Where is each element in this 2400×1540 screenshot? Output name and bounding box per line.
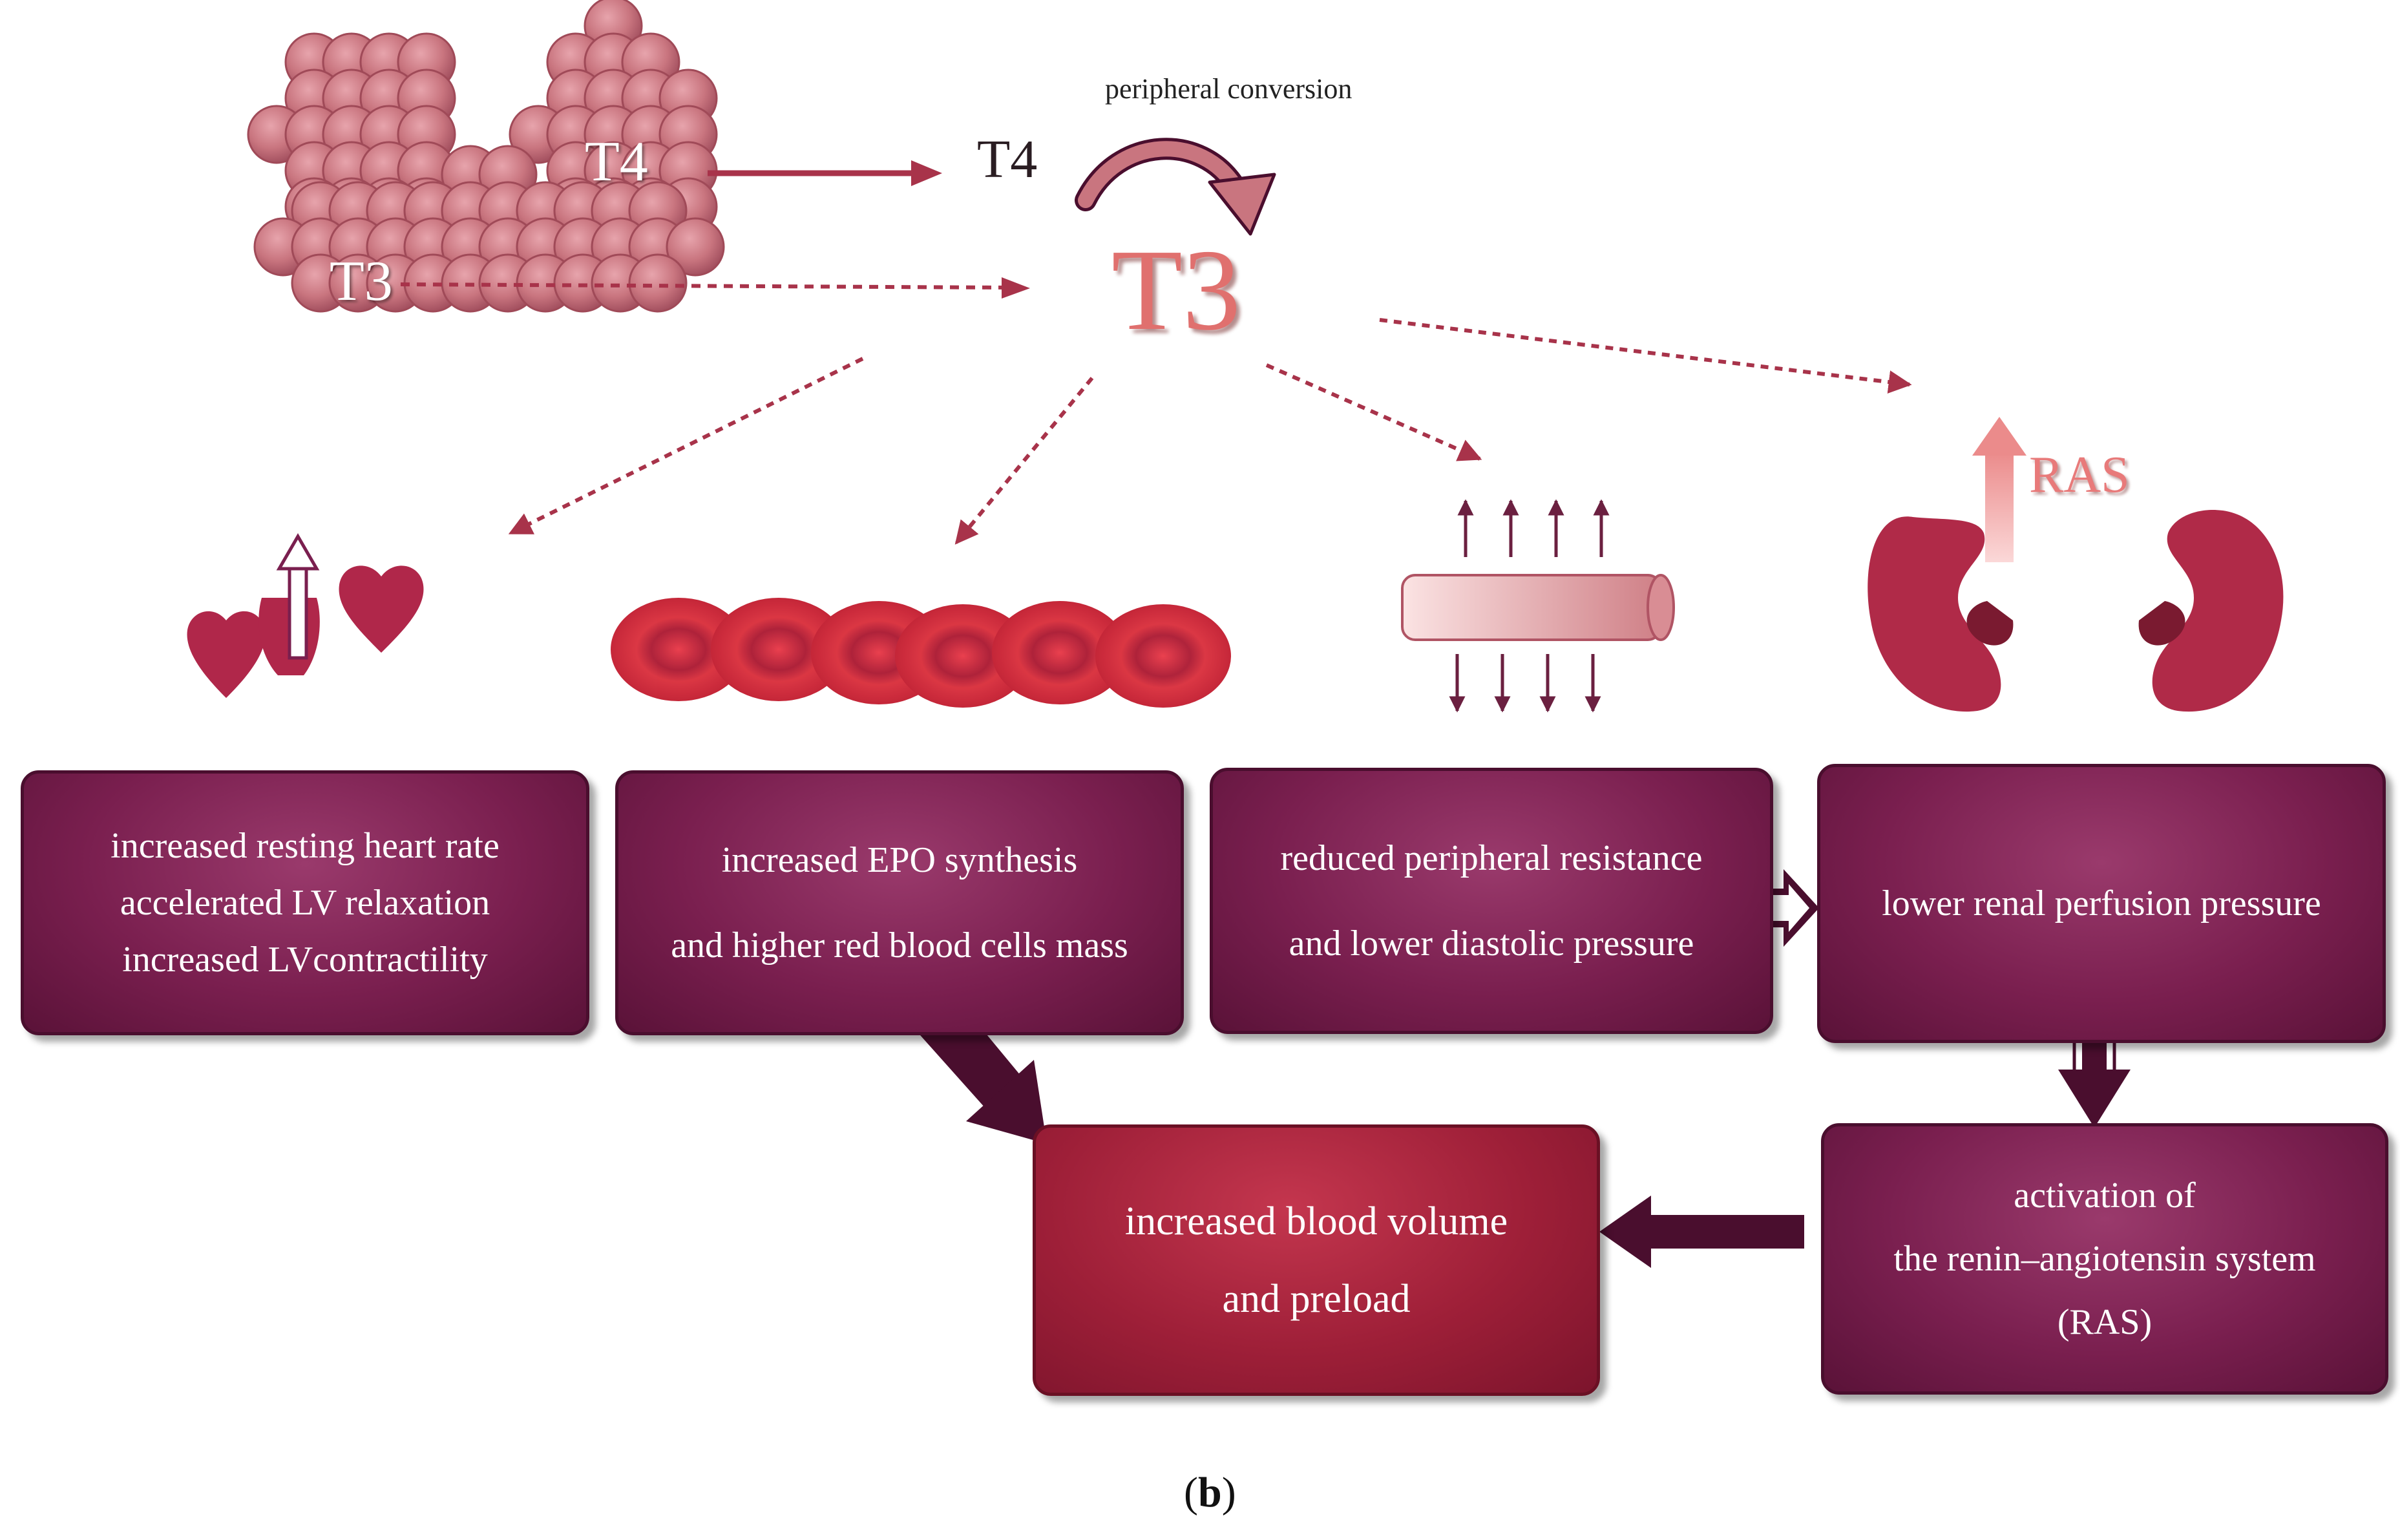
heart-effect-line: accelerated LV relaxation	[120, 883, 490, 923]
effect-arrows	[508, 318, 1912, 545]
arrow-ras-to-volume	[1599, 1196, 1804, 1268]
volume-line: and preload	[1222, 1277, 1411, 1321]
renal-perfusion-box: lower renal perfusion pressure	[1817, 764, 2386, 1043]
heart-effects-box: increased resting heart rate accelerated…	[21, 770, 589, 1035]
t4-serum-label: T4	[977, 129, 1038, 189]
caption-open-paren: (	[1184, 1469, 1198, 1516]
kidneys-icon	[1868, 417, 2284, 712]
resistance-box: reduced peripheral resistance and lower …	[1210, 768, 1773, 1034]
t4-secretion-arrow	[708, 160, 942, 186]
arrow-to-kidney	[1379, 318, 1912, 394]
volume-line: increased blood volume	[1124, 1199, 1508, 1243]
caption-close-paren: )	[1221, 1469, 1236, 1516]
blood-vessel-icon	[1401, 499, 1675, 713]
arrow-to-rbc	[954, 377, 1094, 545]
ras-line: activation of	[2014, 1176, 2196, 1216]
thyroid-gland-icon	[247, 0, 725, 313]
red-blood-cells-icon	[611, 598, 1231, 708]
conversion-arrow	[1075, 138, 1276, 236]
ras-line: the renin–angiotensin system	[1893, 1239, 2316, 1279]
renal-line: lower renal perfusion pressure	[1882, 883, 2321, 923]
t3-serum-label: T3	[1111, 226, 1241, 354]
caption-letter: b	[1197, 1469, 1222, 1516]
resistance-line: reduced peripheral resistance	[1280, 838, 1703, 878]
epo-line: and higher red blood cells mass	[671, 925, 1128, 965]
t4-gland-label: T4	[585, 131, 648, 193]
heart-rate-icon	[187, 533, 424, 698]
blood-volume-box: increased blood volume and preload	[1033, 1124, 1600, 1396]
resistance-line: and lower diastolic pressure	[1289, 923, 1694, 964]
thyroid-follicle	[666, 217, 725, 277]
epo-line: increased EPO synthesis	[721, 840, 1078, 880]
heart-effect-line: increased LVcontractility	[122, 940, 488, 980]
thyroid-follicle	[628, 253, 688, 313]
ras-activation-box: activation of the renin–angiotensin syst…	[1821, 1123, 2388, 1395]
peripheral-conversion-label: peripheral conversion	[1105, 73, 1353, 105]
ras-icon-label: RAS	[2029, 447, 2130, 503]
heart-effect-line: increased resting heart rate	[111, 826, 500, 866]
t3-secretion-arrow	[400, 277, 1030, 299]
panel-caption: (b)	[1184, 1468, 1236, 1517]
t3-gland-label: T3	[330, 250, 393, 313]
arrow-to-heart	[508, 357, 864, 535]
arrow-to-vessel	[1265, 363, 1482, 461]
ras-line: (RAS)	[2057, 1302, 2153, 1342]
epo-box: increased EPO synthesis and higher red b…	[615, 770, 1184, 1035]
